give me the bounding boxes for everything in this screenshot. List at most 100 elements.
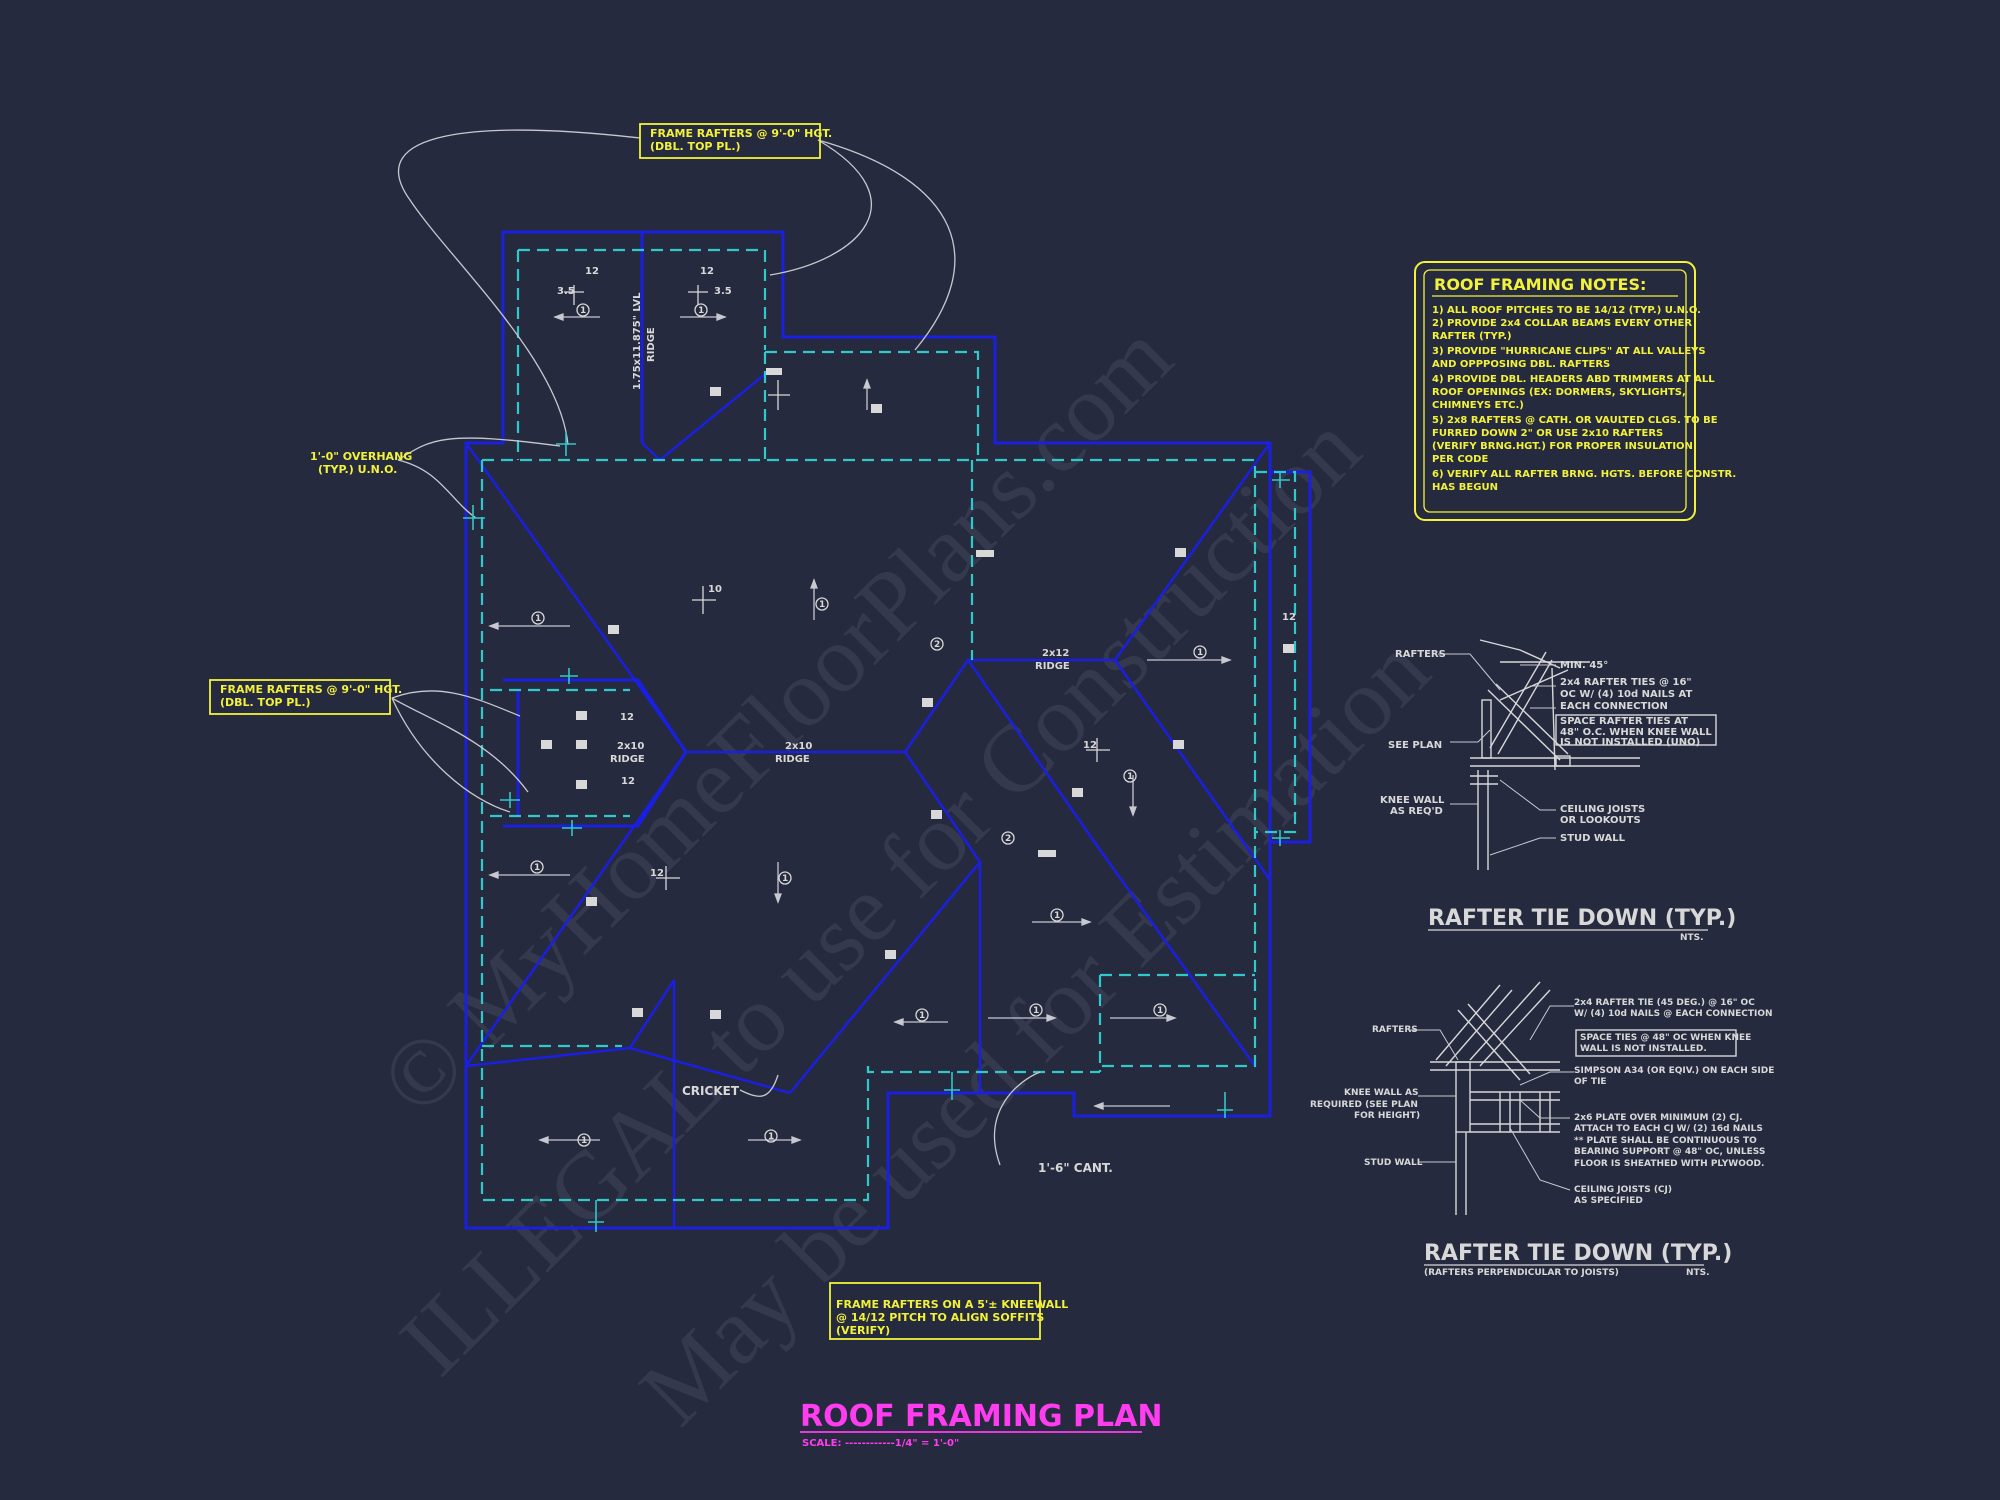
callout-frame-left: FRAME RAFTERS @ 9'-0" HGT. (DBL. TOP PL.… — [209, 679, 402, 715]
ridge-left-size: 2x10 — [617, 741, 644, 752]
circle-1-g: 1 — [1197, 648, 1203, 658]
callout-overhang-line-2: (TYP.) U.N.O. — [318, 463, 397, 476]
circle-1-l: 1 — [1157, 1006, 1163, 1016]
pitch-rise-2: 12 — [700, 266, 714, 277]
circle-1-c: 1 — [535, 614, 541, 624]
note-item: 5) 2x8 RAFTERS @ CATH. OR VAULTED CLGS. … — [1432, 415, 1718, 426]
detail1-space-line3: IS NOT INSTALLED (UNO) — [1560, 737, 1700, 748]
detail2-nts: NTS. — [1686, 1268, 1710, 1278]
note-item: PER CODE — [1432, 454, 1488, 465]
detail2-plate-4: BEARING SUPPORT @ 48" OC, UNLESS — [1574, 1147, 1765, 1157]
watermark: © MyHomeFloorPlans.com ILLEGAL to use fo… — [359, 302, 1449, 1444]
detail2-tie-1: 2x4 RAFTER TIE (45 DEG.) @ 16" OC — [1574, 998, 1755, 1008]
detail2-title: RAFTER TIE DOWN (TYP.) — [1424, 1241, 1732, 1266]
circle-1-b: 1 — [698, 306, 704, 316]
circle-1-a: 1 — [580, 306, 586, 316]
pitch-rise-1: 12 — [585, 266, 599, 277]
roof-framing-notes: ROOF FRAMING NOTES: 1) ALL ROOF PITCHES … — [1414, 261, 1736, 521]
ridge-center-label: RIDGE — [775, 754, 810, 765]
pitch-run-1: 3.5 — [557, 286, 575, 297]
rafter-tags — [541, 368, 1294, 1019]
circle-1-d: 1 — [819, 600, 825, 610]
callout-overhang: 1'-0" OVERHANG (TYP.) U.N.O. — [310, 450, 412, 476]
detail2-rafters: RAFTERS — [1372, 1025, 1418, 1035]
detail2-stud: STUD WALL — [1364, 1158, 1423, 1168]
circle-1-j: 1 — [919, 1011, 925, 1021]
note-item: 3) PROVIDE "HURRICANE CLIPS" AT ALL VALL… — [1432, 346, 1706, 357]
detail2-ceiling-1: CEILING JOISTS (CJ) — [1574, 1185, 1672, 1195]
notes-title: ROOF FRAMING NOTES: — [1434, 275, 1646, 294]
detail1-stud: STUD WALL — [1560, 833, 1626, 844]
detail1-tie-line3: EACH CONNECTION — [1560, 701, 1668, 712]
circle-2-a: 2 — [934, 640, 940, 650]
detail2-space-2: WALL IS NOT INSTALLED. — [1580, 1044, 1707, 1054]
pitch-rise-4: 12 — [620, 712, 634, 723]
pitch-run-2: 3.5 — [714, 286, 732, 297]
circle-1-e: 1 — [534, 863, 540, 873]
detail2-tie-2: W/ (4) 10d NAILS @ EACH CONNECTION — [1574, 1009, 1773, 1019]
detail2-simpson-2: OF TIE — [1574, 1077, 1607, 1087]
dimension-ticks — [463, 432, 1290, 1232]
note-item: (VERIFY BRNG.HGT.) FOR PROPER INSULATION — [1432, 441, 1693, 452]
pitch-markers — [564, 285, 1110, 890]
circle-1-i: 1 — [1127, 772, 1133, 782]
pitch-rise-7: 12 — [1083, 740, 1097, 751]
note-item: HAS BEGUN — [1432, 482, 1498, 493]
note-item: 6) VERIFY ALL RAFTER BRNG. HGTS. BEFORE … — [1432, 469, 1736, 480]
detail2-space-1: SPACE TIES @ 48" OC WHEN KNEE — [1580, 1033, 1751, 1043]
leader-lines — [391, 129, 1041, 1166]
detail1-tie-line1: 2x4 RAFTER TIES @ 16" — [1560, 677, 1692, 688]
detail2-kneewall-3: FOR HEIGHT) — [1354, 1111, 1420, 1121]
callout-kneewall-line-2: @ 14/12 PITCH TO ALIGN SOFFITS — [836, 1311, 1044, 1324]
detail2-plate-1: 2x6 PLATE OVER MINIMUM (2) CJ. — [1574, 1113, 1743, 1123]
detail2-subtitle: (RAFTERS PERPENDICULAR TO JOISTS) — [1424, 1268, 1619, 1278]
callout-frame-top-line-2: (DBL. TOP PL.) — [650, 140, 741, 153]
circle-2-b: 2 — [1005, 834, 1011, 844]
circle-1-h: 1 — [1054, 911, 1060, 921]
note-item: CHIMNEYS ETC.) — [1432, 400, 1524, 411]
detail2-plate-2: ATTACH TO EACH CJ W/ (2) 16d NAILS — [1574, 1124, 1763, 1134]
note-item: 1) ALL ROOF PITCHES TO BE 14/12 (TYP.) U… — [1432, 305, 1701, 316]
direction-arrows — [488, 313, 1232, 1144]
detail1-see-plan: SEE PLAN — [1388, 740, 1442, 751]
detail2-plate-5: FLOOR IS SHEATHED WITH PLYWOOD. — [1574, 1159, 1764, 1169]
cant-label: 1'-6" CANT. — [1038, 1161, 1113, 1175]
detail2-kneewall-1: KNEE WALL AS — [1344, 1088, 1418, 1098]
note-item: RAFTER (TYP.) — [1432, 331, 1512, 342]
pitch-rise-6: 12 — [650, 868, 664, 879]
note-item: ROOF OPENINGS (EX: DORMERS, SKYLIGHTS, — [1432, 387, 1686, 398]
callout-frame-top: FRAME RAFTERS @ 9'-0" HGT. (DBL. TOP PL.… — [639, 123, 832, 159]
callout-frame-top-line-1: FRAME RAFTERS @ 9'-0" HGT. — [650, 127, 832, 140]
detail-rafter-tie-2: 2x4 RAFTER TIE (45 DEG.) @ 16" OC W/ (4)… — [1310, 981, 1774, 1278]
callout-frame-left-line-1: FRAME RAFTERS @ 9'-0" HGT. — [220, 683, 402, 696]
callout-frame-left-line-2: (DBL. TOP PL.) — [220, 696, 311, 709]
circle-1-m: 1 — [581, 1136, 587, 1146]
detail2-kneewall-2: REQUIRED (SEE PLAN — [1310, 1100, 1418, 1110]
detail1-space-line1: SPACE RAFTER TIES AT — [1560, 716, 1688, 727]
circle-1-n: 1 — [768, 1132, 774, 1142]
note-item: 2) PROVIDE 2x4 COLLAR BEAMS EVERY OTHER — [1432, 318, 1692, 329]
detail1-min45: MIN. 45° — [1560, 660, 1608, 671]
section-circles — [530, 303, 1207, 1147]
ridge-center-size: 2x10 — [785, 741, 812, 752]
circle-1-f: 1 — [782, 874, 788, 884]
detail1-nts: NTS. — [1680, 933, 1704, 943]
detail1-title: RAFTER TIE DOWN (TYP.) — [1428, 906, 1736, 931]
pitch-rise-3: 12 — [1282, 612, 1296, 623]
detail2-plate-3: ** PLATE SHALL BE CONTINUOUS TO — [1574, 1136, 1757, 1146]
detail1-ceiling-2: OR LOOKOUTS — [1560, 815, 1641, 826]
notes-list: 1) ALL ROOF PITCHES TO BE 14/12 (TYP.) U… — [1432, 305, 1736, 493]
detail1-rafters: RAFTERS — [1395, 649, 1446, 660]
note-item: 4) PROVIDE DBL. HEADERS ABD TRIMMERS AT … — [1432, 374, 1715, 385]
detail1-space-line2: 48" O.C. WHEN KNEE WALL — [1560, 727, 1712, 738]
ridge-right-size: 2x12 — [1042, 648, 1069, 659]
plan-labels: 1.75x11.875" LVL RIDGE 2x12 RIDGE 2x10 R… — [534, 266, 1296, 1146]
pitch-run-3: 10 — [708, 584, 722, 595]
detail2-ceiling-2: AS SPECIFIED — [1574, 1196, 1643, 1206]
detail1-ceiling-1: CEILING JOISTS — [1560, 804, 1645, 815]
callout-kneewall: FRAME RAFTERS ON A 5'± KNEEWALL @ 14/12 … — [829, 1282, 1068, 1340]
note-item: AND OPPPOSING DBL. RAFTERS — [1432, 359, 1610, 370]
detail1-tie-line2: OC W/ (4) 10d NAILS AT — [1560, 689, 1692, 700]
lvl-ridge-label-2: RIDGE — [646, 327, 657, 362]
detail2-simpson-1: SIMPSON A34 (OR EQIV.) ON EACH SIDE — [1574, 1066, 1774, 1076]
